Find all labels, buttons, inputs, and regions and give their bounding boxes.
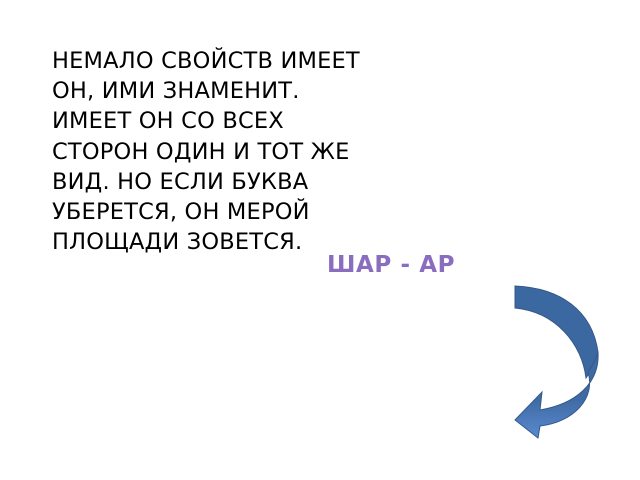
- riddle-text: НЕМАЛО СВОЙСТВ ИМЕЕТ ОН, ИМИ ЗНАМЕНИТ. И…: [52, 46, 360, 257]
- riddle-line: ВИД. НО ЕСЛИ БУКВА: [52, 168, 309, 195]
- riddle-line: НЕМАЛО СВОЙСТВ ИМЕЕТ: [52, 48, 360, 74]
- riddle-line: СТОРОН ОДИН И ТОТ ЖЕ: [52, 138, 350, 165]
- riddle-line: ПЛОЩАДИ ЗОВЕТСЯ.: [52, 229, 303, 256]
- answer-text: ШАР - АР: [327, 252, 456, 278]
- riddle-line: УБЕРЕТСЯ, ОН МЕРОЙ: [52, 199, 310, 226]
- riddle-line: ОН, ИМИ ЗНАМЕНИТ.: [52, 78, 300, 105]
- curved-arrow-icon: [514, 285, 599, 439]
- riddle-line: ИМЕЕТ ОН СО ВСЕХ: [52, 108, 284, 135]
